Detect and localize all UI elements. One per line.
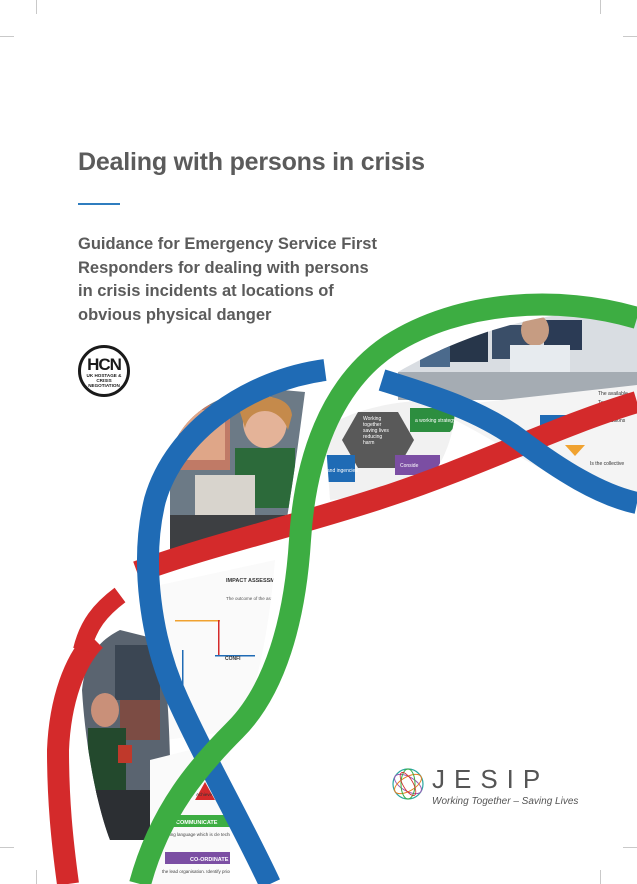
hcn-logo-mark: HCN — [87, 355, 122, 374]
jesip-tagline: Working Together – Saving Lives — [432, 796, 579, 807]
coordinate-label: CO-ORDINATE — [190, 857, 229, 863]
jesip-wordmark: JESIP — [432, 764, 550, 794]
crop-mark — [600, 0, 601, 14]
crop-mark — [0, 847, 14, 848]
page-subtitle: Guidance for Emergency Service First Res… — [78, 235, 377, 324]
impact-text: The outcome of the assessment should be … — [226, 596, 355, 601]
red-ribbon-left — [46, 632, 104, 884]
coordinate-text: the lead organisation. Identify prioriti… — [162, 869, 240, 874]
hcn-logo-line1: UK HOSTAGE & — [86, 373, 122, 378]
communicate-text: using language which is cle technical ja… — [165, 832, 285, 837]
crop-mark — [0, 36, 14, 37]
red-ribbon-curve — [73, 587, 126, 653]
impact-heading: IMPACT ASSESSMENT — [226, 578, 287, 584]
crop-mark — [36, 0, 37, 14]
list-item: The available — [598, 391, 628, 397]
conf-heading: CONFI — [225, 656, 241, 662]
page-title: Dealing with persons in crisis — [78, 148, 425, 176]
crop-mark — [623, 847, 637, 848]
diagram-strategy: a working strategy — [415, 418, 456, 424]
crop-mark — [36, 870, 37, 884]
green-ribbon — [129, 293, 637, 884]
crop-mark — [623, 36, 637, 37]
blue-ribbon-right — [378, 369, 637, 514]
crop-mark — [600, 870, 601, 884]
red-ribbon-band — [133, 391, 637, 583]
diagram-consider: Conside — [400, 463, 419, 469]
diagram-contingencies: s and ingencies — [323, 468, 358, 474]
jesip-emblem-icon — [392, 768, 424, 800]
communicate-label: COMMUNICATE — [176, 820, 218, 826]
blue-ribbon-left — [137, 359, 327, 884]
hcn-logo-line2: CRISIS NEGOTIATION — [88, 378, 120, 388]
diagram-center-text: Working together saving lives reducing h… — [363, 416, 390, 446]
title-rule — [78, 203, 120, 205]
collective-text: Is the collective — [590, 461, 624, 467]
hcn-logo: HCN UK HOSTAGE & CRISIS NEGOTIATION — [78, 345, 130, 397]
